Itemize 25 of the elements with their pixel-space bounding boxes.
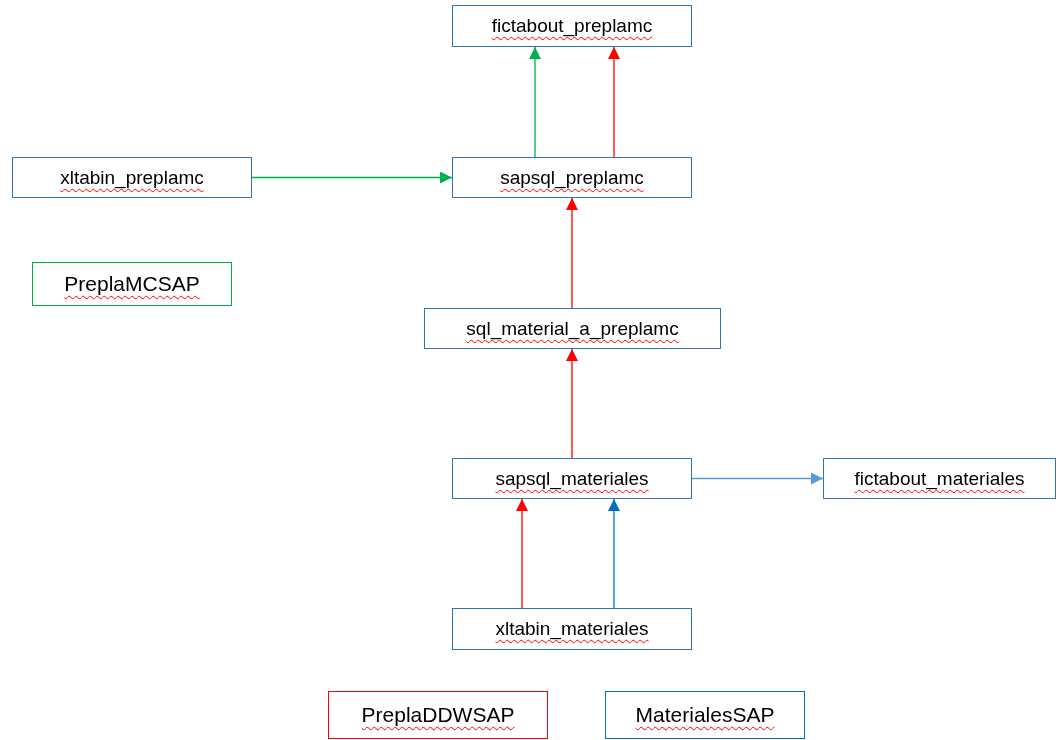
arrow	[516, 498, 528, 609]
box-label: sql_material_a_preplamc	[466, 317, 679, 340]
process-box	[424, 308, 721, 349]
arrow	[251, 171, 453, 184]
box-label: sapsql_materiales	[495, 467, 649, 490]
process-box	[823, 458, 1056, 499]
process-box	[12, 157, 252, 198]
arrow	[691, 472, 824, 485]
box-label: xltabin_preplamc	[60, 166, 204, 189]
box-label: xltabin_materiales	[495, 618, 649, 640]
box-label: fictabout_materiales	[854, 467, 1025, 490]
process-box	[452, 458, 692, 499]
process-box	[452, 608, 692, 650]
box-label: fictabout_preplamc	[491, 15, 653, 37]
arrow	[566, 197, 578, 309]
arrow	[529, 46, 541, 158]
box-label: sapsql_preplamc	[500, 166, 644, 189]
legend-label: MaterialesSAP	[635, 703, 775, 727]
legend-label: PreplaMCSAP	[64, 272, 200, 296]
arrow	[566, 348, 578, 459]
process-box	[452, 5, 692, 47]
process-box	[452, 157, 692, 198]
arrow	[608, 498, 620, 609]
arrow	[608, 46, 620, 158]
legend-label: PreplaDDWSAP	[361, 703, 515, 727]
